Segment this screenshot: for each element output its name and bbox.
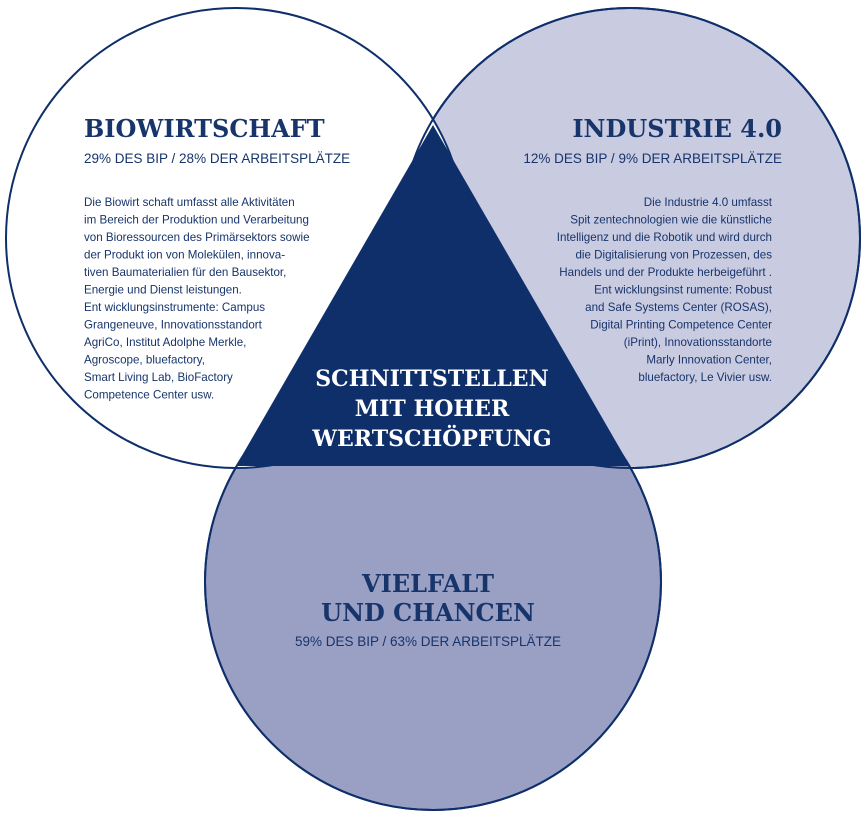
industrie-description-line: and Safe Systems Center (ROSAS),: [585, 301, 772, 314]
industrie-description-line: Spit zentechnologien wie die künstliche: [570, 214, 772, 227]
biowirtschaft-description-line: Energie und Dienst leistungen.: [84, 284, 242, 297]
industrie-description-line: Ent wicklungsinst rumente: Robust: [594, 284, 773, 297]
industrie-description-line: Marly Innovation Center,: [646, 354, 772, 367]
industrie-description-line: die Digitalisierung von Prozessen, des: [575, 249, 772, 262]
biowirtschaft-title: BIOWIRTSCHAFT: [84, 114, 325, 143]
biowirtschaft-description-line: Agroscope, bluefactory,: [84, 354, 205, 367]
vielfalt-stats: 59% DES BIP / 63% DER ARBEITSPLÄTZE: [295, 634, 561, 649]
biowirtschaft-description-line: im Bereich der Produktion und Verarbeitu…: [84, 214, 309, 227]
biowirtschaft-description-line: von Bioressourcen des Primärsektors sowi…: [84, 231, 310, 244]
biowirtschaft-description-line: tiven Baumaterialien für den Bausektor,: [84, 266, 286, 279]
vielfalt-outline: [204, 353, 662, 811]
biowirtschaft-description: Die Biowirt schaft umfasst alle Aktivitä…: [84, 196, 310, 402]
biowirtschaft-stats: 29% DES BIP / 28% DER ARBEITSPLÄTZE: [84, 151, 350, 166]
biowirtschaft-description-line: Smart Living Lab, BioFactory: [84, 371, 233, 384]
biowirtschaft-description-line: Ent wicklungsinstrumente: Campus: [84, 301, 265, 314]
center-label-line: MIT HOHER: [355, 396, 510, 422]
industrie-description-line: Die Industrie 4.0 umfasst: [644, 196, 773, 209]
industrie-description-line: (iPrint), Innovationsstandorte: [624, 336, 772, 349]
industrie-description-line: Handels und der Produkte herbeigeführt .: [559, 266, 772, 279]
biowirtschaft-description-line: Competence Center usw.: [84, 389, 214, 402]
vielfalt-title-line: UND CHANCEN: [321, 598, 535, 627]
biowirtschaft-description-line: Die Biowirt schaft umfasst alle Aktivitä…: [84, 196, 295, 209]
biowirtschaft-description-line: der Produkt ion von Molekülen, innova-: [84, 249, 285, 262]
center-label-line: WERTSCHÖPFUNG: [311, 424, 551, 452]
biowirtschaft-description-line: Grangeneuve, Innovationsstandort: [84, 319, 263, 332]
industrie-description-line: Intelligenz und die Robotik und wird dur…: [557, 231, 772, 244]
center-label-line: SCHNITTSTELLEN: [315, 366, 548, 392]
industrie-stats: 12% DES BIP / 9% DER ARBEITSPLÄTZE: [523, 151, 782, 166]
industrie-description-line: bluefactory, Le Vivier usw.: [638, 371, 772, 384]
biowirtschaft-description-line: AgriCo, Institut Adolphe Merkle,: [84, 336, 246, 349]
vielfalt-title-line: VIELFALT: [361, 569, 494, 598]
industrie-title: INDUSTRIE 4.0: [572, 114, 782, 143]
industrie-description-line: Digital Printing Competence Center: [590, 319, 772, 332]
center-triangle: [236, 125, 630, 466]
